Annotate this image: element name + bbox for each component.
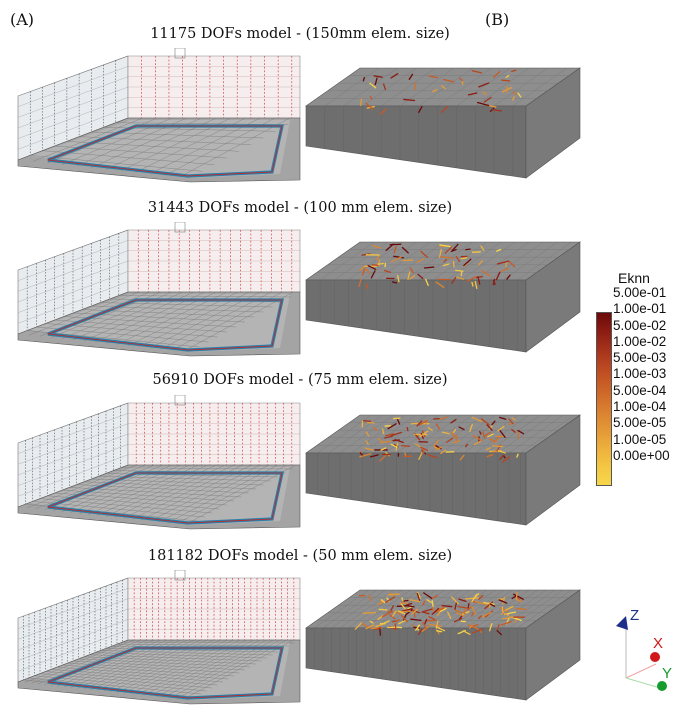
colorbar-tick: 1.00e-01 (613, 301, 667, 317)
colorbar-ticks: 5.00e-01 1.00e-01 5.00e-02 1.00e-02 5.00… (613, 285, 670, 464)
mesh-model-2 (17, 222, 301, 357)
row-title-3: 56910 DOFs model - (75 mm elem. size) (152, 372, 448, 388)
mesh-model-1 (17, 48, 301, 183)
colorbar-tick: 1.00e-04 (613, 399, 667, 415)
colorbar-tick: 5.00e-01 (613, 285, 667, 300)
colorbar (596, 312, 612, 486)
axis-x-label: X (653, 635, 663, 652)
colorbar-tick: 1.00e-03 (613, 366, 667, 382)
crack-model-3 (305, 414, 581, 526)
row-title-1: 11175 DOFs model - (150mm elem. size) (150, 26, 450, 42)
colorbar-title: Eknn (618, 270, 650, 286)
colorbar-tick: 1.00e-02 (613, 333, 667, 349)
colorbar-tick: 1.00e-05 (613, 431, 667, 447)
panel-label-b: (B) (485, 10, 510, 29)
row-title-4: 181182 DOFs model - (50 mm elem. size) (147, 548, 453, 564)
axes-triad-icon: Z X Y (616, 607, 672, 691)
crack-model-2 (305, 241, 581, 353)
crack-model-4 (305, 589, 581, 701)
colorbar-tick: 5.00e-02 (613, 317, 667, 333)
colorbar-tick: 0.00e+00 (613, 447, 670, 463)
row-title-2: 31443 DOFs model - (100 mm elem. size) (147, 200, 453, 216)
crack-model-1 (305, 67, 581, 179)
mesh-model-4 (17, 570, 301, 705)
axis-z-label: Z (630, 607, 639, 624)
colorbar-tick: 5.00e-04 (613, 382, 667, 398)
mesh-model-3 (17, 395, 301, 530)
axis-y-label: Y (662, 665, 672, 682)
colorbar-tick: 5.00e-05 (613, 415, 667, 431)
colorbar-tick: 5.00e-03 (613, 350, 667, 366)
panel-label-a: (A) (10, 10, 35, 29)
